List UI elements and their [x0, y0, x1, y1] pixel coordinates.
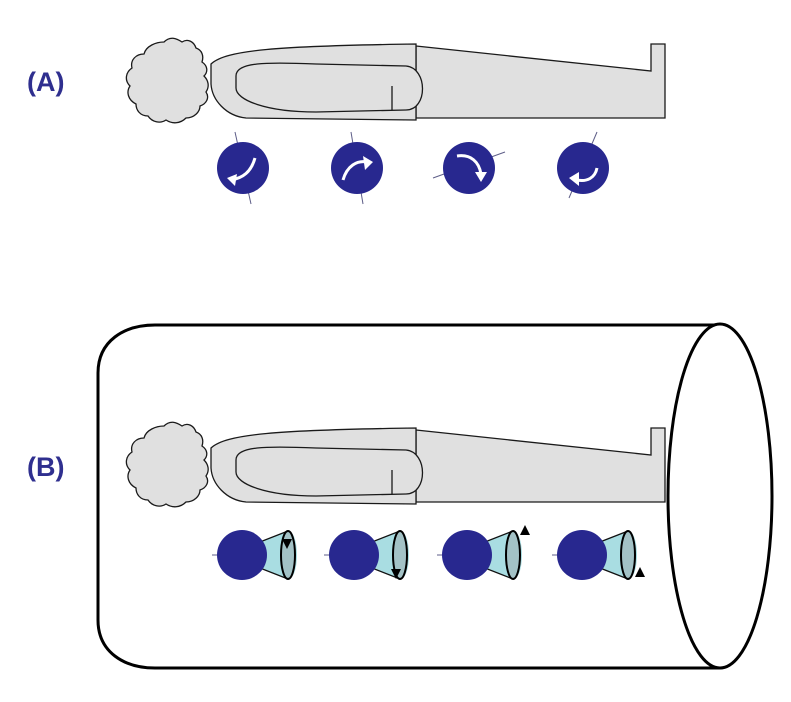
precessing-spin-2: [323, 529, 410, 581]
arrow-icon: [363, 156, 373, 170]
arrow-icon: [282, 539, 292, 549]
patient-figure-a: [125, 37, 666, 124]
bore-opening: [666, 322, 774, 670]
arrow-icon: [475, 172, 487, 182]
arrow-icon: [227, 174, 237, 186]
spin-a-1: [217, 131, 269, 205]
precessing-spin-4: [551, 529, 645, 581]
arrow-icon: [391, 569, 401, 579]
spin-a-3: [432, 142, 506, 194]
spin-a-4: [557, 131, 609, 199]
arrow-icon: [520, 525, 530, 535]
precessing-spin-3: [436, 525, 530, 581]
arrow-icon: [569, 172, 579, 186]
arrow-icon: [635, 567, 645, 577]
panel-b-label: (B): [27, 452, 64, 482]
precessing-spin-1: [211, 529, 298, 581]
spin-a-2: [331, 131, 383, 205]
panel-a-label: (A): [27, 67, 64, 97]
